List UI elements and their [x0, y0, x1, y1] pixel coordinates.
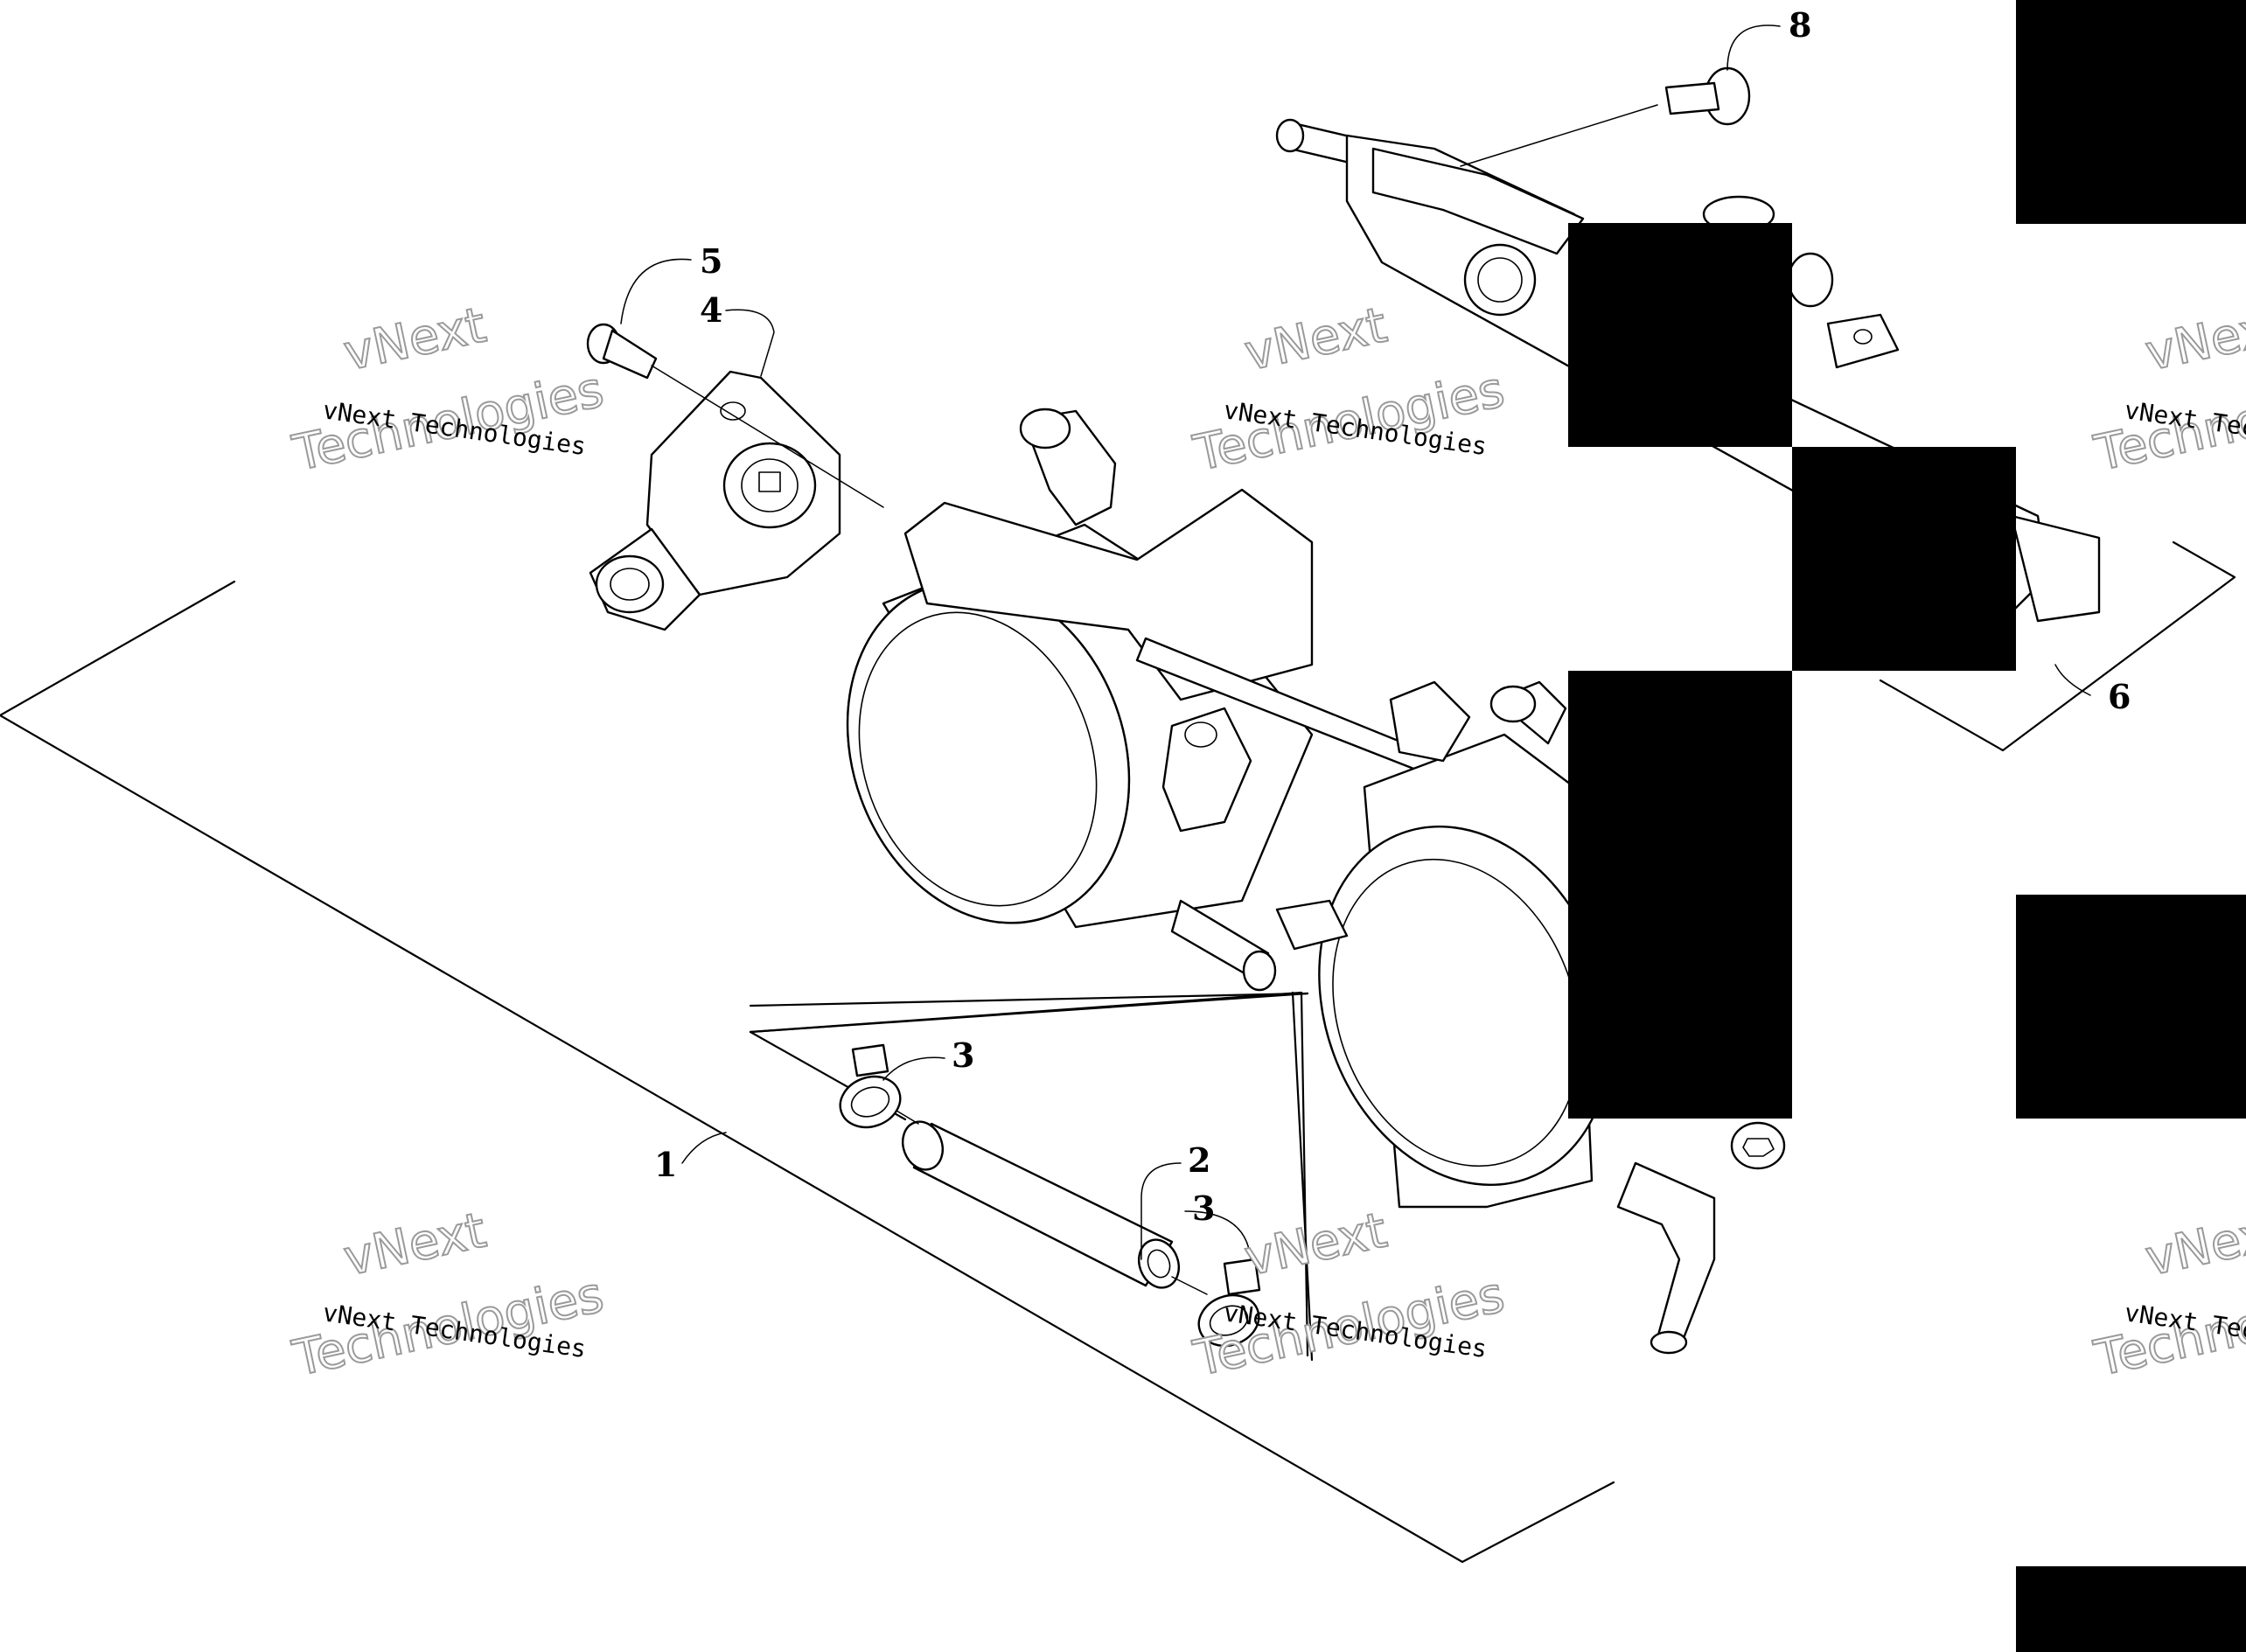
redaction-block: [2016, 895, 2246, 1119]
throttle-position-sensor: [589, 370, 841, 631]
watermark-top-right: vNext Technologies: [2089, 296, 2246, 483]
assembly-6-bracket: [1879, 540, 2236, 752]
clamp-upper: [839, 1043, 902, 1129]
svg-text:vNext: vNext: [1240, 296, 1392, 382]
svg-text:vNext: vNext: [1240, 1202, 1392, 1287]
redaction-block: [2016, 1566, 2246, 1652]
tps-screw: [586, 323, 884, 508]
redaction-block: [2016, 0, 2246, 224]
throttle-body: [846, 408, 1786, 1355]
hose: [902, 1120, 1180, 1289]
redaction-block: [1568, 671, 1792, 1119]
clamp-leader: [1171, 1276, 1208, 1295]
callout-6: 6: [2108, 677, 2131, 716]
callout-2: 2: [1188, 1140, 1210, 1180]
redaction-block: [1792, 447, 2016, 671]
svg-text:vNext: vNext: [2141, 1202, 2246, 1287]
svg-text:vNext: vNext: [339, 1202, 492, 1287]
fuel-rail-screw: [1460, 66, 1751, 167]
svg-text:vNext: vNext: [339, 296, 492, 382]
callout-8: 8: [1789, 5, 1811, 45]
redaction-block: [1568, 223, 1792, 447]
clamp-lower: [1197, 1258, 1261, 1348]
callout-5: 5: [700, 241, 722, 281]
clamp-leader: [896, 1110, 919, 1125]
leader-lines: [620, 24, 2091, 1260]
redaction-blocks: [1568, 0, 2246, 1652]
callout-3-lower: 3: [1192, 1188, 1215, 1228]
svg-text:vNext: vNext: [2141, 296, 2246, 382]
watermark-bottom-right: vNext Technologies: [2089, 1201, 2246, 1388]
callout-4: 4: [700, 290, 722, 330]
callout-1: 1: [654, 1145, 677, 1184]
callouts: 1 2 3 3 4 5 6 8: [654, 5, 2131, 1228]
callout-3-upper: 3: [952, 1035, 974, 1075]
